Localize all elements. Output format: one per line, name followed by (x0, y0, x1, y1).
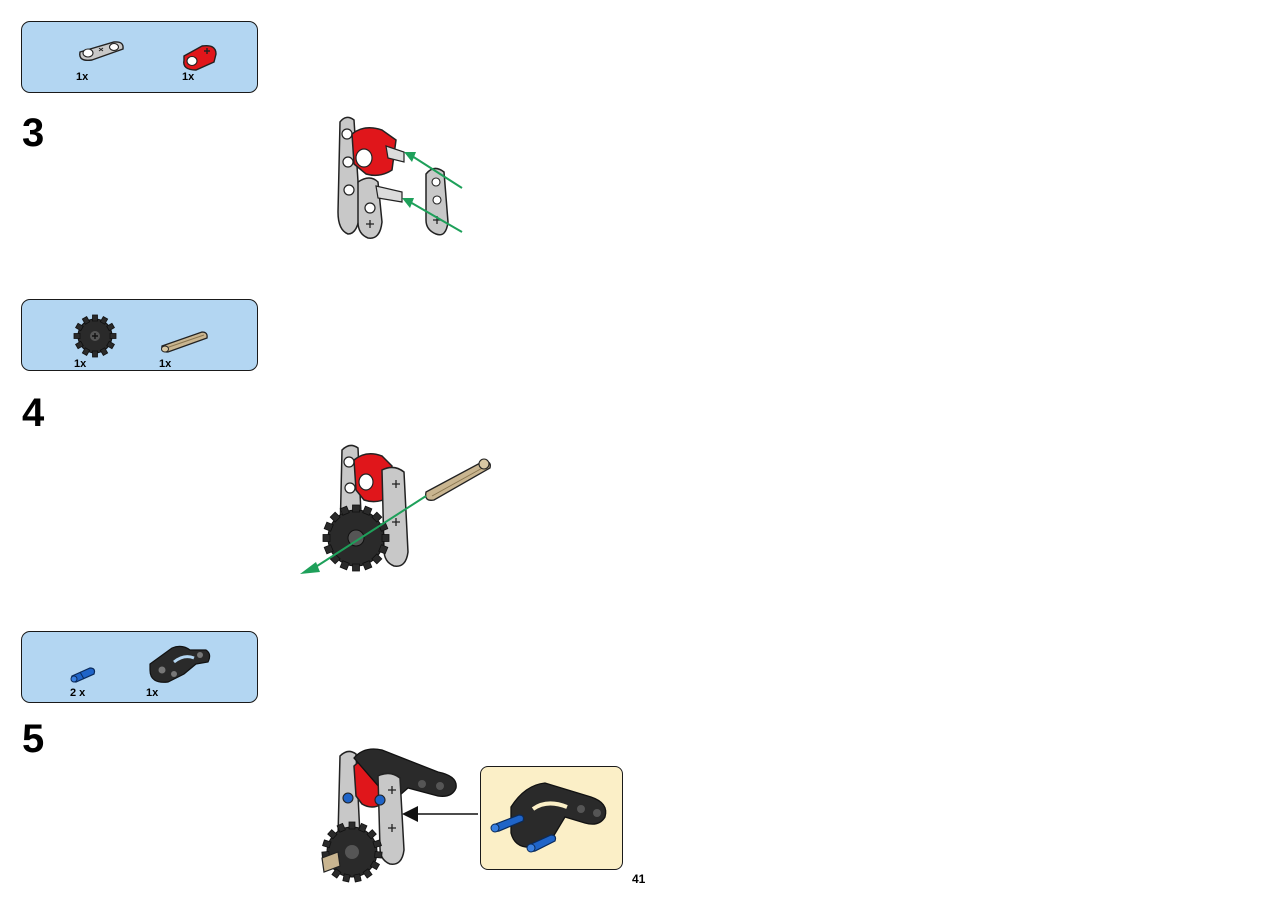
parts-box-step-3: 1x 1x (21, 21, 258, 93)
fork-liftarm-with-pins-illustration (490, 782, 607, 853)
blue-pin-icon (68, 662, 98, 684)
step-number: 4 (22, 391, 45, 435)
part-quantity: 2 x (70, 687, 86, 699)
step-number: 5 (22, 717, 45, 761)
red-cross-axle-connector-icon (180, 42, 220, 72)
dark-gray-fork-liftarm-icon (144, 640, 214, 686)
step-4-assembly-illustration (296, 440, 496, 580)
sub-assembly-callout (480, 766, 623, 870)
part-quantity: 1x (159, 358, 172, 370)
parts-box-step-4: 1x 1x (21, 299, 258, 371)
tan-axle-icon (158, 328, 210, 354)
part-quantity: 1x (76, 71, 89, 83)
part-quantity: 1x (182, 71, 195, 83)
step-3-assembly-illustration (330, 112, 470, 244)
black-gear-icon (72, 314, 118, 358)
parts-box-step-5: 2 x 1x (21, 631, 258, 703)
light-gray-2-hole-liftarm-icon (74, 38, 126, 64)
step-number: 3 (22, 111, 45, 155)
step-5-assembly-illustration (318, 742, 478, 888)
part-quantity: 1x (146, 687, 159, 699)
page-number: 41 (632, 872, 646, 886)
part-quantity: 1x (74, 358, 87, 370)
